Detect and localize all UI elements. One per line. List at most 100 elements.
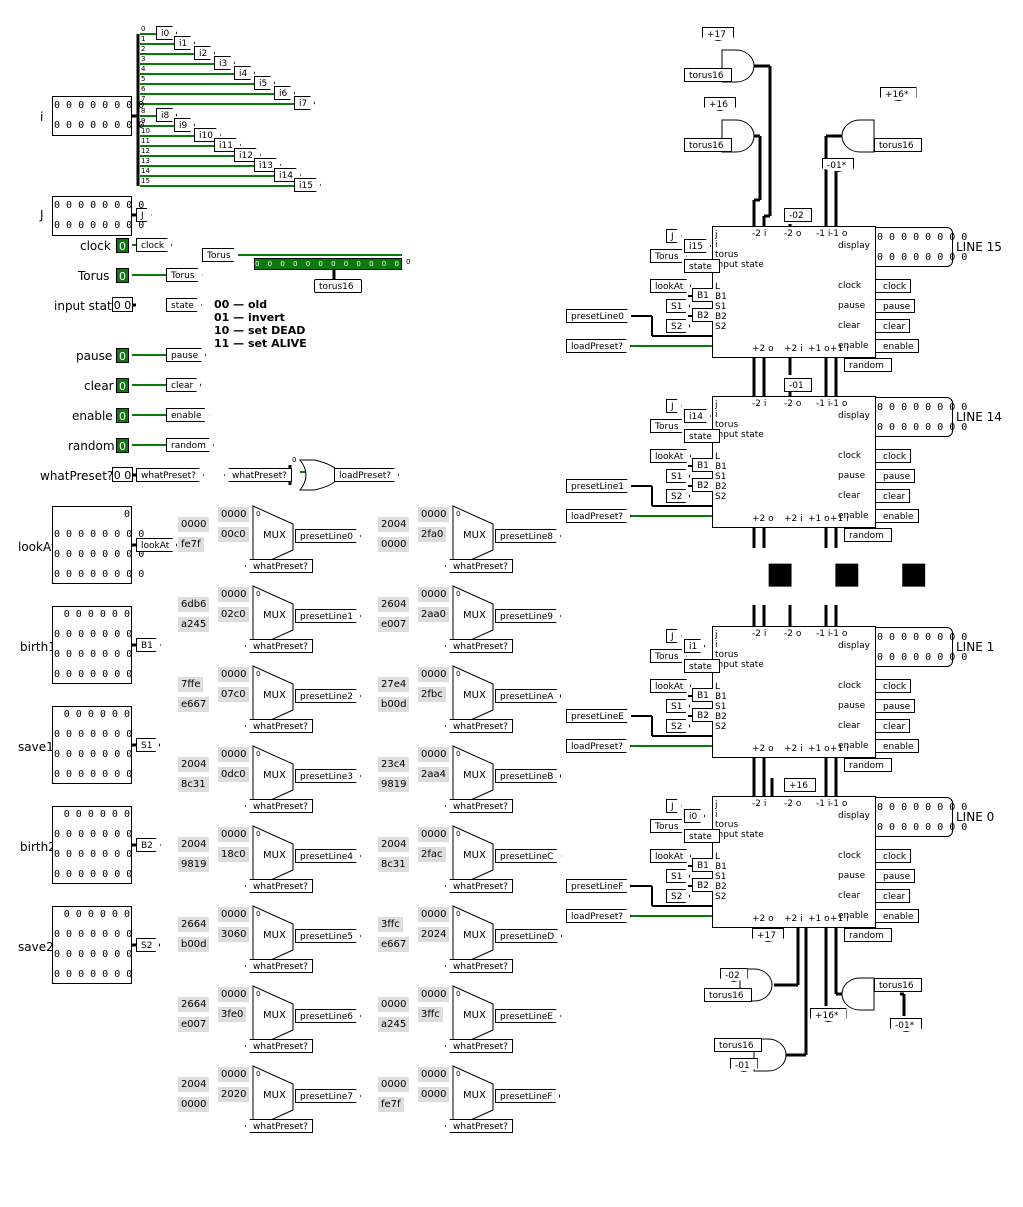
i-input-pin[interactable]: 0 0 0 0 0 0 0 0 0 0 0 0 0 0 0 0 (52, 96, 144, 136)
preset-line-tunnel: presetLine8 (495, 529, 561, 543)
mux-constant: 27e4 (378, 677, 410, 692)
j-in-tunnel: J (666, 399, 682, 413)
mux-pin0: 0 (256, 830, 261, 838)
random-input-pin[interactable]: 0 (116, 438, 129, 453)
birth1-label: birth1 (20, 640, 56, 654)
mux-select-tunnel: whatPreset? (245, 799, 313, 813)
carry-tag-tunnel: -02 (784, 208, 812, 222)
mux-constant: 2004 (378, 837, 410, 852)
splitter-bit-label: 9 (141, 117, 146, 125)
pause-input-pin[interactable]: 0 (116, 348, 129, 363)
state-in-tunnel: state (684, 829, 720, 843)
line-subcircuit[interactable] (712, 796, 876, 928)
preset-line-tunnel: presetLineC (495, 849, 562, 863)
pin-label: -2 o (784, 799, 802, 809)
birth1-pin[interactable]: 0 0 0 0 0 0 0 0 0 0 0 0 0 0 0 0 0 0 0 0 … (52, 606, 132, 684)
pin-label: torus (715, 420, 739, 430)
mux-constant: 0000 (218, 907, 250, 922)
preset-in-tunnel: presetLineE (566, 709, 632, 723)
preset-line-tunnel: presetLine6 (295, 1009, 361, 1023)
line-subcircuit[interactable] (712, 626, 876, 758)
pin-label: -1 i (816, 629, 831, 639)
pin-label: +2 i (784, 914, 803, 924)
look-at-label: lookAt (18, 540, 56, 554)
random-tunnel: random (844, 528, 892, 542)
pin-label: -2 i (752, 799, 767, 809)
mux-pin0: 0 (456, 1070, 461, 1078)
s2-in-tunnel: S2 (666, 319, 690, 333)
out-tunnel: clock (875, 279, 912, 293)
pin-label: +1 o (808, 514, 830, 524)
mux-constant: fe7f (178, 537, 204, 552)
i-bit-tunnel: i15 (294, 178, 321, 192)
pin-label: i (715, 640, 718, 650)
mux-constant: 0000 (418, 827, 450, 842)
mux-label: MUX (463, 610, 486, 621)
preset-line-tunnel: presetLine0 (295, 529, 361, 543)
mux-shape (452, 905, 494, 969)
preset-line-tunnel: presetLine3 (295, 769, 361, 783)
mux-constant: 0000 (178, 1097, 210, 1112)
mux-select-tunnel: whatPreset? (445, 719, 513, 733)
mux-shape (252, 825, 294, 889)
clock-label: clock (80, 239, 111, 253)
pin-label: S1 (715, 872, 727, 882)
save1-pin[interactable]: 0 0 0 0 0 0 0 0 0 0 0 0 0 0 0 0 0 0 0 0 … (52, 706, 132, 784)
mux-constant: 0000 (418, 987, 450, 1002)
pin-label: +1 i (830, 344, 849, 354)
input-state-pin[interactable]: 0 0 (112, 297, 133, 312)
mux-pin0: 0 (456, 990, 461, 998)
mux-constant: 0000 (418, 587, 450, 602)
look-at-row: 0 0 0 0 0 0 0 0 (54, 549, 145, 560)
clear-input-pin[interactable]: 0 (116, 378, 129, 393)
mux-pin0: 0 (456, 910, 461, 918)
random-label: random (68, 439, 115, 453)
mux-label: MUX (463, 930, 486, 941)
line-subcircuit[interactable] (712, 226, 876, 358)
torus-input-pin[interactable]: 0 (116, 268, 129, 283)
b1-in-tunnel: B1 (692, 288, 717, 302)
what-preset-pin[interactable]: 0 0 (112, 467, 133, 482)
pin-label: -2 i (752, 629, 767, 639)
mux-constant: 2004 (378, 517, 410, 532)
birth2-row: 0 0 0 0 0 0 (63, 809, 130, 820)
or-in-tunnel: whatPreset? (224, 468, 292, 482)
pin-label: +1 i (830, 514, 849, 524)
mux-select-tunnel: whatPreset? (245, 959, 313, 973)
out-tunnel: enable (875, 509, 919, 523)
mux-label: MUX (263, 770, 286, 781)
pin-label: +1 i (830, 744, 849, 754)
pin-label: +2 o (752, 514, 774, 524)
load-preset-in-tunnel: loadPreset? (566, 739, 631, 753)
look-at-pin[interactable]: 0 0 0 0 0 0 0 0 0 0 0 0 0 0 0 0 0 0 0 0 … (52, 506, 145, 584)
save1-row: 0 0 0 0 0 0 0 (54, 769, 133, 780)
pin-label: -2 i (752, 399, 767, 409)
pin-label: S2 (715, 892, 727, 902)
state-in-tunnel: state (684, 659, 720, 673)
j-in-tunnel: J (666, 799, 682, 813)
out-tunnel: pause (875, 299, 916, 313)
mux-constant: 0000 (178, 517, 210, 532)
mux-constant: 0000 (378, 1077, 410, 1092)
out-tunnel: enable (875, 339, 919, 353)
mux-shape (452, 1065, 494, 1129)
clock-input-pin[interactable]: 0 (116, 238, 129, 253)
mux-constant: 23c4 (378, 757, 409, 772)
lookat-in-tunnel: lookAt (650, 449, 691, 463)
save2-pin[interactable]: 0 0 0 0 0 0 0 0 0 0 0 0 0 0 0 0 0 0 0 0 … (52, 906, 132, 984)
pin-label: enable (838, 741, 869, 751)
mux-constant: 2fac (418, 847, 446, 862)
look-at-row: 0 (123, 509, 130, 520)
enable-input-pin[interactable]: 0 (116, 408, 129, 423)
or-bit-label: 0 (292, 456, 297, 464)
out-tunnel: enable (875, 739, 919, 753)
pin-label: B1 (715, 292, 727, 302)
birth2-pin[interactable]: 0 0 0 0 0 0 0 0 0 0 0 0 0 0 0 0 0 0 0 0 … (52, 806, 132, 884)
lookat-in-tunnel: lookAt (650, 679, 691, 693)
pin-label: pause (838, 301, 866, 311)
state-legend: 00 — old 01 — invert 10 — set DEAD 11 — … (214, 298, 307, 350)
b1-in-tunnel: B1 (692, 688, 717, 702)
clear-label: clear (84, 379, 114, 393)
j-input-pin[interactable]: 0 0 0 0 0 0 0 0 0 0 0 0 0 0 0 0 (52, 196, 144, 236)
pin-label: S2 (715, 722, 727, 732)
